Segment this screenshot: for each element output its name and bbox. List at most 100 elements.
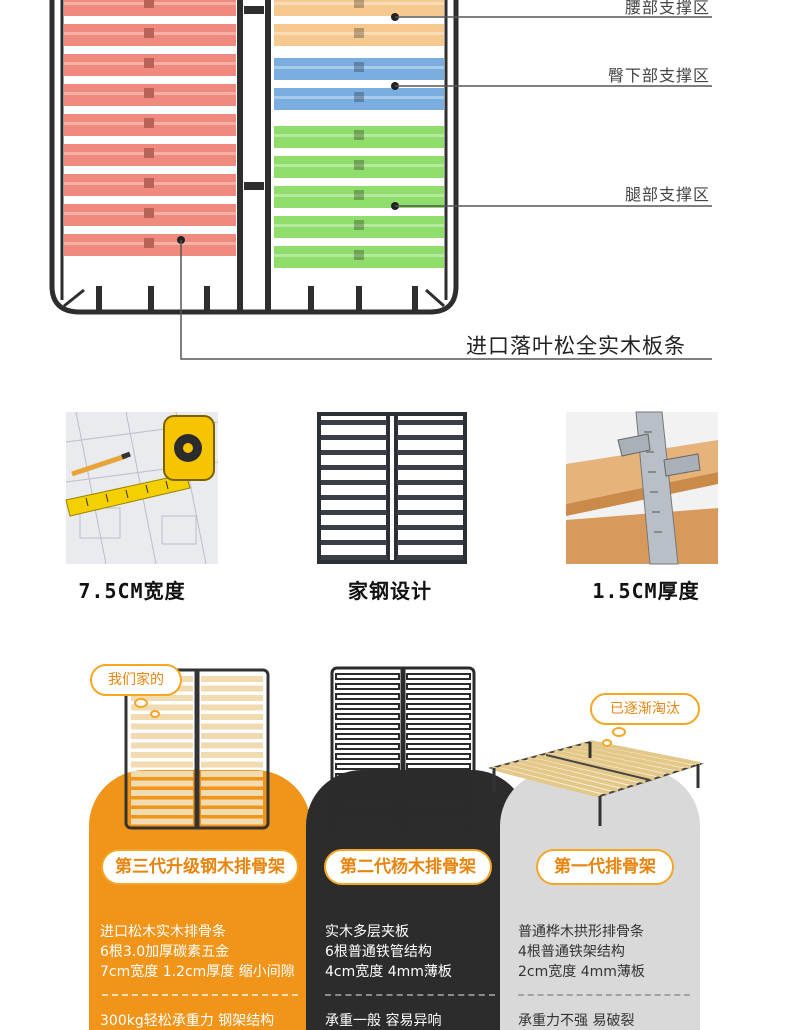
slat-clip [144, 208, 154, 218]
specs-third-gen: 进口松木实木排骨条 6根3.0加厚碳素五金 7cm宽度 1.2cm厚度 缩小间隙 [100, 922, 295, 982]
title-second-gen: 第二代杨木排骨架 [324, 849, 492, 885]
slat-highlight [274, 194, 444, 197]
slat-clip [354, 28, 364, 38]
plywood-slat [406, 753, 471, 760]
plywood-slat [335, 733, 400, 740]
wood-slat [131, 761, 193, 768]
slat-clip [354, 220, 364, 230]
frame-leg-bar [412, 286, 418, 312]
wood-slat [201, 752, 263, 758]
center-bracket [244, 6, 264, 14]
wood-slat [201, 704, 263, 711]
bubble-ours-dot-1 [134, 698, 148, 708]
steel-crossbar [397, 465, 463, 470]
wood-slat [274, 126, 444, 148]
spec-line: 普通桦木拱形排骨条 [518, 924, 644, 940]
feature-caption-steel: 家钢设计 [348, 579, 432, 603]
wood-slat [274, 24, 444, 46]
extra-spec-first-gen: 承重力不强 易破裂 [518, 1013, 635, 1029]
steel-crossbar [321, 435, 387, 440]
slat-highlight [274, 96, 444, 99]
slat-clip [144, 118, 154, 128]
spec-line: 进口松木实木排骨条 [100, 924, 226, 940]
plywood-slat [406, 713, 471, 720]
wood-slat [274, 88, 444, 110]
steel-crossbar [321, 555, 387, 560]
spec-line: 4cm宽度 4mm薄板 [325, 964, 452, 980]
steel-crossbar [321, 540, 387, 545]
steel-crossbar [397, 525, 463, 530]
wood-slat [201, 695, 263, 701]
frame-leg-bar [96, 286, 102, 312]
specs-first-gen: 普通桦木拱形排骨条 4根普通铁架结构 2cm宽度 4mm薄板 [518, 922, 645, 982]
outer-frame [49, 0, 459, 315]
wood-slat [201, 761, 263, 768]
bubble-obsolete-dot-1 [612, 727, 626, 737]
wood-slat [274, 58, 444, 80]
plywood-slat [335, 743, 400, 750]
title-third-gen: 第三代升级钢木排骨架 [101, 849, 299, 885]
steel-crossbar [397, 495, 463, 500]
frame-leg-bar [148, 286, 154, 312]
extra-spec-third-gen: 300kg轻松承重力 钢架结构 [100, 1013, 275, 1029]
corner-brace [63, 288, 85, 308]
slat-clip [354, 160, 364, 170]
wood-slat [274, 0, 444, 16]
plywood-slat [406, 683, 471, 690]
plywood-slat [406, 733, 471, 740]
plywood-slat [406, 723, 471, 730]
wood-slat [131, 742, 193, 749]
plywood-slat [335, 713, 400, 720]
wood-slat [131, 714, 193, 720]
callout-line [180, 240, 712, 360]
frame-leg-bar [308, 286, 314, 312]
main-slat-label: 进口落叶松全实木板条 [466, 334, 686, 358]
steel-crossbar [397, 510, 463, 515]
steel-crossbar [321, 420, 387, 425]
divider-second-gen [325, 994, 495, 996]
slat-highlight [274, 164, 444, 167]
slat-highlight [274, 66, 444, 69]
plywood-slat [335, 673, 400, 680]
birch-slat [571, 744, 683, 772]
panel-third-gen [89, 770, 311, 1030]
panel-first-gen [500, 770, 700, 1030]
plywood-slat [406, 703, 471, 710]
slat-clip [354, 250, 364, 260]
slat-highlight [274, 32, 444, 35]
zone-label-leg: 腿部支撑区 [624, 185, 710, 204]
steel-crossbar [397, 540, 463, 545]
steel-crossbar [321, 510, 387, 515]
bed-frame-diagram [49, 0, 712, 360]
steel-crossbar [321, 465, 387, 470]
frame-leg-bar [204, 286, 210, 312]
wood-slat [274, 246, 444, 268]
feature-caption-thickness: 1.5CM厚度 [592, 579, 700, 603]
wood-slat [131, 723, 193, 730]
steel-crossbar [397, 420, 463, 425]
specs-second-gen: 实木多层夹板 6根普通铁管结构 4cm宽度 4mm薄板 [325, 922, 452, 982]
slat-highlight [274, 254, 444, 257]
slat-clip [144, 58, 154, 68]
wood-slat [201, 685, 263, 692]
steel-crossbar [397, 435, 463, 440]
slat-clip [354, 0, 364, 8]
divider-first-gen [518, 994, 690, 996]
extra-spec-second-gen: 承重一般 容易异响 [325, 1013, 442, 1029]
zone-label-hip: 臀下部支撑区 [607, 66, 710, 85]
wood-slat [274, 156, 444, 178]
plywood-slat [406, 743, 471, 750]
wood-slat [274, 216, 444, 238]
birch-slat [580, 742, 692, 769]
center-bracket [244, 182, 264, 190]
steel-crossbar [321, 450, 387, 455]
zone-label-waist: 腰部支撑区 [624, 0, 710, 17]
wood-slat [201, 742, 263, 749]
plywood-slat [406, 763, 471, 770]
steel-crossbar [397, 480, 463, 485]
slat-clip [144, 0, 154, 8]
steel-crossbar [321, 480, 387, 485]
callout-lines [177, 13, 712, 360]
steel-frame-outline [49, 0, 459, 315]
left-slat-column [64, 0, 236, 256]
